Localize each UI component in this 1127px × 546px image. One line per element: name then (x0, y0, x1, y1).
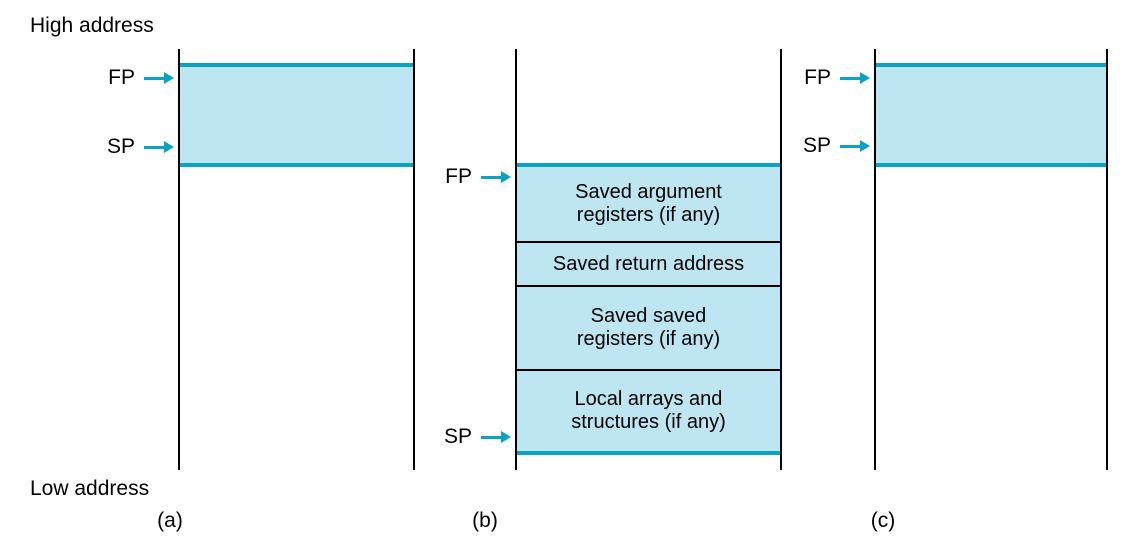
fp-label: FP (804, 66, 831, 89)
fp-pointer-a: FP (84, 66, 174, 90)
caption-c: (c) (870, 509, 896, 532)
arrow-right-icon (144, 71, 174, 85)
allocated-region-a (180, 63, 413, 167)
segment-label: Saved argument registers (if any) (575, 181, 722, 226)
segment-saved-return-address: Saved return address (517, 243, 780, 287)
segment-label: Local arrays and structures (if any) (571, 388, 726, 433)
sp-pointer-c: SP (780, 134, 870, 158)
caption-b: (b) (472, 509, 498, 532)
arrow-right-icon (840, 71, 870, 85)
stack-frame-b: Saved argument registers (if any) Saved … (517, 163, 780, 455)
caption-a: (a) (157, 509, 183, 532)
segment-saved-saved-registers: Saved saved registers (if any) (517, 287, 780, 371)
fp-label: FP (445, 165, 472, 188)
sp-label: SP (106, 135, 135, 158)
fp-pointer-c: FP (780, 66, 870, 90)
high-address-label: High address (30, 14, 154, 37)
sp-label: SP (443, 425, 472, 448)
segment-saved-argument-registers: Saved argument registers (if any) (517, 167, 780, 243)
fp-label: FP (108, 66, 135, 89)
arrow-right-icon (840, 139, 870, 153)
sp-pointer-a: SP (84, 135, 174, 159)
arrow-right-icon (481, 430, 511, 444)
stack-wall-c-right (1106, 49, 1108, 470)
arrow-right-icon (144, 140, 174, 154)
stack-wall-a-right (413, 49, 415, 470)
fp-pointer-b: FP (421, 165, 511, 189)
stack-wall-b-right (780, 49, 782, 470)
stack-wall-b-left (515, 49, 517, 470)
sp-label: SP (802, 134, 831, 157)
allocated-region-c (876, 63, 1106, 167)
arrow-right-icon (481, 170, 511, 184)
stack-wall-c-left (874, 49, 876, 470)
segment-local-arrays-structures: Local arrays and structures (if any) (517, 371, 780, 451)
sp-pointer-b: SP (421, 425, 511, 449)
segment-label: Saved return address (552, 252, 745, 275)
low-address-label: Low address (30, 477, 150, 500)
stack-wall-a-left (178, 49, 180, 470)
segment-label: Saved saved registers (if any) (576, 305, 721, 350)
